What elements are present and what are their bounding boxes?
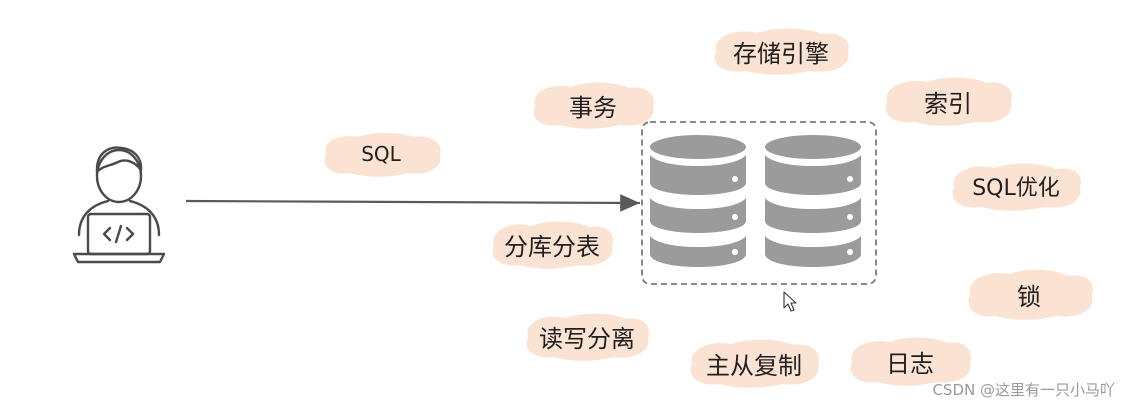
blob-shape	[850, 337, 972, 386]
blob-shape	[492, 221, 614, 269]
topic-label: 读写分离	[539, 324, 635, 353]
topic-label: 事务	[569, 93, 617, 122]
developer-user-icon	[72, 146, 166, 264]
topic-label: 锁	[1017, 282, 1041, 311]
topic-replication: 主从复制	[684, 334, 824, 392]
topic-sharding: 分库分表	[486, 216, 618, 272]
topic-index: 索引	[879, 72, 1017, 130]
request-arrow	[185, 194, 641, 212]
topic-log: 日志	[844, 332, 976, 390]
topic-transaction: 事务	[527, 78, 659, 132]
topic-label: 分库分表	[504, 232, 600, 261]
database-cluster-frame	[641, 121, 877, 285]
topic-label: SQL优化	[972, 176, 1060, 201]
blob-shape	[714, 28, 849, 75]
blob-shape	[952, 163, 1081, 211]
database-stack-icon	[650, 135, 746, 267]
blob-shape	[533, 82, 654, 129]
topic-label: 存储引擎	[733, 39, 829, 68]
topic-label: 日志	[886, 349, 934, 378]
blob-shape	[526, 313, 650, 361]
blob-shape	[690, 339, 819, 388]
blob-shape	[885, 77, 1012, 126]
topic-sql: SQL	[316, 128, 446, 180]
topic-label: 索引	[924, 89, 972, 118]
topic-sql-optimize: SQL优化	[946, 158, 1086, 214]
mouse-cursor-icon	[783, 291, 797, 312]
topic-label: SQL	[361, 142, 401, 166]
watermark: CSDN @这里有一只小马吖	[932, 381, 1115, 399]
topic-label: 主从复制	[706, 351, 802, 380]
blob-shape	[968, 269, 1093, 320]
topic-rw-split: 读写分离	[520, 308, 654, 364]
blob-shape	[324, 132, 441, 177]
database-stack-icon	[765, 135, 861, 267]
topic-storage-engine: 存储引擎	[708, 24, 854, 78]
topic-lock: 锁	[962, 264, 1096, 324]
